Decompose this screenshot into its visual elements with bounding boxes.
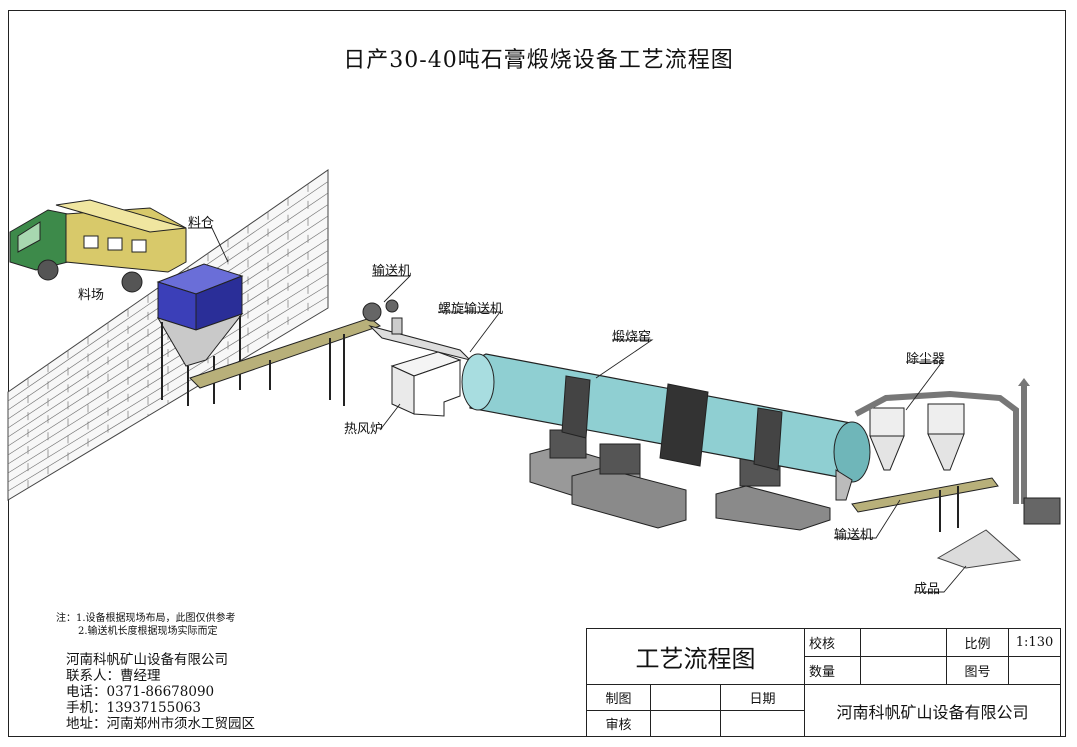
label-stockpile: 料场 [78, 288, 105, 303]
title-block-scale-value: 1:130 [1008, 628, 1061, 657]
company-contact: 联系人：曹经理 [66, 668, 161, 684]
drawing-frame [8, 10, 1066, 737]
company-info: 河南科帆矿山设备有限公司 联系人：曹经理 电话：0371-86678090 手机… [66, 652, 255, 732]
label-dust-collector: 除尘器 [906, 352, 946, 367]
note-1: 注：1.设备根据现场布局，此图仅供参考 [56, 613, 236, 624]
label-bin: 料仓 [188, 216, 215, 231]
title-block: 工艺流程图 校核 比例 1:130 数量 图号 制图 日期 河南科帆矿山设备有限… [586, 628, 1061, 737]
title-block-quantity: 数量 [804, 656, 861, 685]
title-block-check: 校核 [804, 628, 861, 657]
leader-lines [188, 227, 967, 593]
note-2: 2.输送机长度根据现场实际而定 [78, 626, 218, 637]
rotary-kiln [461, 353, 871, 501]
notes: 注：1.设备根据现场布局，此图仅供参考 2.输送机长度根据现场实际而定 [56, 612, 236, 638]
company-mobile: 手机：13937155063 [66, 700, 201, 716]
title-block-scale-label: 比例 [946, 628, 1009, 657]
company-phone: 电话：0371-86678090 [66, 684, 215, 700]
dump-truck [9, 199, 187, 293]
dust-collectors [854, 378, 1061, 525]
screw-conveyor [368, 317, 472, 361]
belt-conveyor [189, 299, 399, 406]
product-pile [936, 529, 1022, 569]
label-calcining-kiln: 煅烧窑 [612, 330, 652, 345]
title-block-company: 河南科帆矿山设备有限公司 [804, 684, 1061, 737]
label-screw-conveyor: 螺旋输送机 [438, 302, 504, 317]
company-address: 地址：河南郑州市须水工贸园区 [66, 716, 255, 732]
title-block-drawing-no: 图号 [946, 656, 1009, 685]
label-product: 成品 [914, 582, 941, 597]
title-block-date: 日期 [720, 684, 805, 711]
product-conveyor [851, 477, 999, 532]
label-conveyor-bottom: 输送机 [834, 528, 874, 543]
title-block-review: 审核 [586, 710, 651, 737]
title-block-drawing-title: 工艺流程图 [586, 628, 805, 685]
label-hot-air-furnace: 热风炉 [344, 422, 384, 437]
title-block-drawn-by: 制图 [586, 684, 651, 711]
feed-bin [156, 263, 244, 406]
hot-air-furnace [390, 351, 462, 417]
page-title: 日产30-40吨石膏煅烧设备工艺流程图 [343, 48, 734, 73]
company-name: 河南科帆矿山设备有限公司 [66, 652, 228, 668]
label-conveyor-top: 输送机 [372, 264, 412, 279]
